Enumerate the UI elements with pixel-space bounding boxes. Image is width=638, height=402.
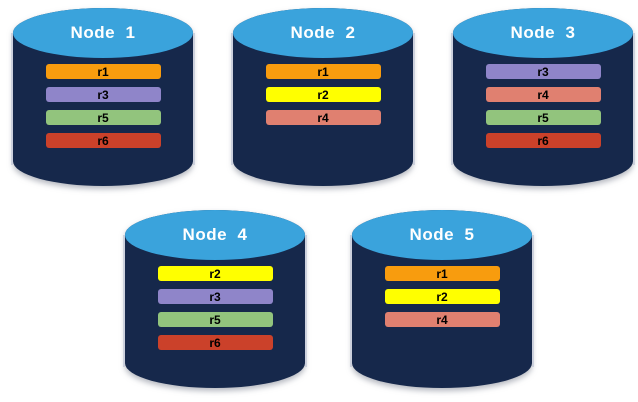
cylinder-top-ellipse: Node 4 xyxy=(125,210,305,260)
node-title: Node 5 xyxy=(409,225,475,245)
cylinder-top-ellipse: Node 3 xyxy=(453,8,633,58)
replica-bar-r4[interactable]: r4 xyxy=(485,87,601,102)
cylinder-right-edge xyxy=(532,234,534,367)
node-cylinder-2[interactable]: Node 2 r1 r2 r4 xyxy=(231,8,415,186)
replica-label: r2 xyxy=(317,87,329,102)
replica-bar-r5[interactable]: r5 xyxy=(157,312,273,327)
replica-bar-r4[interactable]: r4 xyxy=(384,312,500,327)
cylinder-left-edge xyxy=(123,234,125,367)
replica-label: r5 xyxy=(209,312,221,327)
replica-bar-r2[interactable]: r2 xyxy=(265,87,381,102)
replica-bar-r3[interactable]: r3 xyxy=(157,289,273,304)
replica-label: r5 xyxy=(537,110,549,125)
node-cylinder-5[interactable]: Node 5 r1 r2 r4 xyxy=(350,210,534,388)
replica-label: r4 xyxy=(537,87,549,102)
node-title: Node 3 xyxy=(510,23,576,43)
cylinder-right-edge xyxy=(193,32,195,165)
replica-label: r1 xyxy=(436,266,448,281)
replica-bar-list: r1 r2 r4 xyxy=(233,64,413,125)
replica-label: r2 xyxy=(436,289,448,304)
node-title: Node 2 xyxy=(290,23,356,43)
replica-bar-r4[interactable]: r4 xyxy=(265,110,381,125)
cylinder-right-edge xyxy=(305,234,307,367)
cylinder-top-ellipse: Node 1 xyxy=(13,8,193,58)
replica-label: r3 xyxy=(209,289,221,304)
replica-bar-list: r1 r2 r4 xyxy=(352,266,532,327)
cylinder-top-ellipse: Node 5 xyxy=(352,210,532,260)
replica-bar-list: r2 r3 r5 r6 xyxy=(125,266,305,350)
node-cylinder-4[interactable]: Node 4 r2 r3 r5 r6 xyxy=(123,210,307,388)
replica-bar-r2[interactable]: r2 xyxy=(157,266,273,281)
replica-label: r3 xyxy=(97,87,109,102)
node-cylinder-1[interactable]: Node 1 r1 r3 r5 r6 xyxy=(11,8,195,186)
replica-bar-r6[interactable]: r6 xyxy=(45,133,161,148)
cylinder-left-edge xyxy=(231,32,233,165)
replica-label: r6 xyxy=(209,335,221,350)
replica-label: r6 xyxy=(97,133,109,148)
node-title: Node 1 xyxy=(70,23,136,43)
replica-bar-r1[interactable]: r1 xyxy=(45,64,161,79)
replica-label: r3 xyxy=(537,64,549,79)
cylinder-left-edge xyxy=(11,32,13,165)
replica-bar-r3[interactable]: r3 xyxy=(485,64,601,79)
replica-bar-r6[interactable]: r6 xyxy=(157,335,273,350)
replica-label: r6 xyxy=(537,133,549,148)
replica-bar-r5[interactable]: r5 xyxy=(485,110,601,125)
replica-label: r1 xyxy=(97,64,109,79)
replica-label: r4 xyxy=(436,312,448,327)
replica-bar-list: r3 r4 r5 r6 xyxy=(453,64,633,148)
replica-bar-list: r1 r3 r5 r6 xyxy=(13,64,193,148)
cylinder-left-edge xyxy=(451,32,453,165)
node-title: Node 4 xyxy=(182,225,248,245)
replica-label: r1 xyxy=(317,64,329,79)
cylinder-right-edge xyxy=(633,32,635,165)
replica-bar-r1[interactable]: r1 xyxy=(384,266,500,281)
replica-label: r4 xyxy=(317,110,329,125)
cylinder-right-edge xyxy=(413,32,415,165)
replica-bar-r2[interactable]: r2 xyxy=(384,289,500,304)
replica-bar-r1[interactable]: r1 xyxy=(265,64,381,79)
cylinder-left-edge xyxy=(350,234,352,367)
replica-label: r2 xyxy=(209,266,221,281)
replica-label: r5 xyxy=(97,110,109,125)
replica-bar-r6[interactable]: r6 xyxy=(485,133,601,148)
node-cylinder-3[interactable]: Node 3 r3 r4 r5 r6 xyxy=(451,8,635,186)
replica-bar-r3[interactable]: r3 xyxy=(45,87,161,102)
replica-bar-r5[interactable]: r5 xyxy=(45,110,161,125)
cylinder-top-ellipse: Node 2 xyxy=(233,8,413,58)
